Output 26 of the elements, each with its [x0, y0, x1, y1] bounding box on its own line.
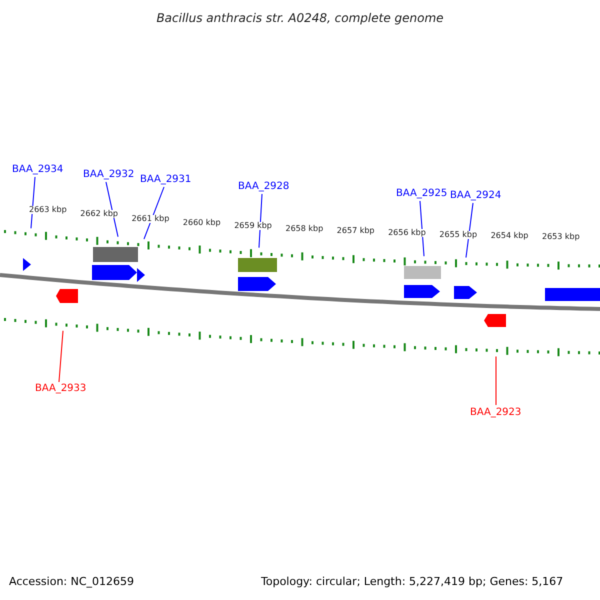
gene-label: BAA_2924 — [450, 191, 502, 201]
scale-label: 2662 kbp — [80, 210, 118, 218]
scale-label: 2660 kbp — [182, 219, 221, 227]
accession-text: Accession: NC_012659 — [9, 576, 134, 587]
gene-label: BAA_2925 — [396, 189, 448, 199]
scale-label: 2657 kbp — [336, 227, 374, 235]
genome-info-text: Topology: circular; Length: 5,227,419 bp; Genes: 5,167 — [261, 576, 564, 587]
leader-line — [106, 182, 118, 238]
scale-label: 2655 kbp — [439, 231, 478, 239]
gene-label: BAA_2931 — [140, 175, 192, 185]
scale-label: 2663 kbp — [29, 206, 67, 214]
leader-line — [466, 202, 474, 258]
scale-label: 2658 kbp — [286, 225, 324, 233]
scale-label: 2659 kbp — [234, 222, 272, 230]
leader-line — [144, 186, 164, 240]
leader-line — [58, 330, 64, 382]
gene-label: BAA_2934 — [12, 165, 64, 175]
gene-label: BAA_2923 — [470, 408, 522, 418]
scale-label: 2653 kbp — [542, 233, 580, 241]
gene-label: BAA_2928 — [238, 182, 290, 192]
scale-label: 2661 kbp — [132, 215, 170, 223]
gene-label: BAA_2932 — [83, 170, 134, 180]
scale-label: 2656 kbp — [388, 229, 426, 237]
title: Bacillus anthracis str. A0248, complete genome — [155, 12, 445, 24]
gene-label: BAA_2933 — [35, 384, 86, 394]
scale-label: 2654 kbp — [490, 232, 528, 240]
